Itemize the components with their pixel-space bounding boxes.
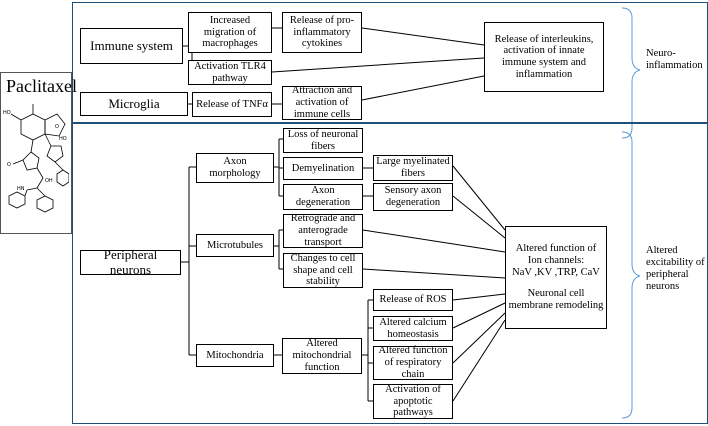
membrane-remodeling: Neuronal cell membrane remodeling [508,288,604,312]
connector [452,195,506,239]
connector [362,299,373,402]
altered-mito-box: Altered mitochondrial function [282,338,362,374]
connector [271,57,485,73]
connector [274,229,283,270]
paclitaxel-panel [0,72,72,234]
svg-text:O: O [7,162,11,168]
ion-channels-list: NaV ,KV ,TRP, CaV [512,267,600,279]
svg-text:HN: HN [17,186,25,192]
connector [452,302,506,329]
connector [274,138,283,197]
axon-degeneration-box: Axon degeneration [283,184,363,210]
changes-cell-box: Changes to cell shape and cell stability [283,253,363,288]
altered-calcium-box: Altered calcium homeostasis [373,316,453,341]
axon-morphology-box: Axon morphology [196,153,274,183]
drug-name: Paclitaxel [6,76,77,96]
connector [452,312,506,364]
activation-tlr4-box: Activation TLR4 pathway [188,60,272,85]
excitability-label-text: Altered excitability of peripheral neuro… [646,245,705,293]
connector [452,319,506,402]
neuroinflammation-label: Neuro- inflammation [646,48,706,72]
microtubules-box: Microtubules [196,234,274,257]
ion-channels-list-text: NaV ,KV ,TRP, CaV [512,266,600,278]
connector [362,268,506,279]
release-cytokines-box: Release of pro-inflammatory cytokines [282,12,362,53]
neuroinflammation-brace [621,7,641,139]
mitochondria-box: Mitochondria [196,344,274,367]
release-tnf-box: Release of TNFα [192,92,272,117]
ion-channels-title: Altered function of Ion channels: [515,243,597,266]
svg-text:OH: OH [45,178,53,184]
peripheral-neurons-box: Peripheral neurons [80,247,181,276]
excitability-label: Altered excitability of peripheral neuro… [646,245,706,293]
large-myelinated-box: Large myelinated fibers [373,155,453,181]
loss-fibers-box: Loss of neuronal fibers [283,128,363,153]
demyelination-box: Demyelination [283,157,363,180]
connector [452,293,506,301]
attraction-immune-box: Attraction and activation of immune cell… [282,85,362,120]
increased-migration-box: Increased migration of macrophages [188,12,272,53]
neuroinflammation-label-text: Neuro- inflammation [646,48,703,72]
altered-respiratory-box: Altered function of respiratory chain [373,345,453,380]
excitability-brace [621,131,641,419]
connector [181,166,196,356]
paclitaxel-structure-image: HO O HO O OH HN [3,104,69,213]
ion-channels-box: Altered function of Ion channels: NaV ,K… [505,226,607,329]
release-interleukins-box: Release of interleukins, activation of i… [484,22,604,92]
sensory-axon-box: Sensory axon degeneration [373,183,453,211]
immune-system-box: Immune system [80,28,183,64]
connector [361,75,485,101]
connector [361,27,485,46]
microglia-box: Microglia [80,92,188,116]
release-ros-box: Release of ROS [373,289,453,311]
svg-text:HO: HO [3,110,11,116]
connector [452,165,506,231]
connector [362,229,506,253]
svg-text:O: O [55,124,59,130]
activation-apoptotic-box: Activation of apoptotic pathways [373,384,453,419]
retrograde-box: Retrograde and anterograde transport [283,213,363,248]
svg-text:HO: HO [59,136,67,142]
